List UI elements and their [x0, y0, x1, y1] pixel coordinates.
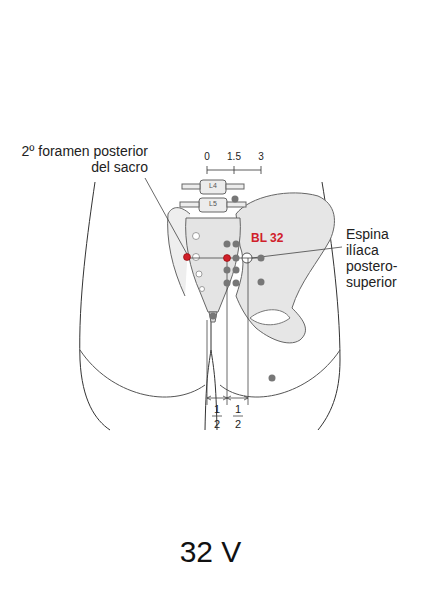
- scale-number: 3: [258, 151, 264, 163]
- fraction-bar: [212, 416, 222, 417]
- fraction-number: 2: [214, 418, 220, 431]
- scale-number: 0: [204, 151, 210, 163]
- callout-label: 2º foramen posterior del sacro: [8, 143, 148, 175]
- acupoints: [210, 196, 276, 382]
- body-outline: [80, 182, 110, 430]
- scale-bar: [207, 166, 261, 174]
- sacrum: [186, 218, 241, 312]
- caption: 32 V: [0, 535, 424, 570]
- point-name: BL 32: [251, 232, 283, 246]
- fraction-number: 1: [235, 403, 241, 416]
- fraction-bar: [233, 416, 243, 417]
- leader-line: [145, 178, 187, 254]
- ilium: [236, 193, 334, 343]
- fraction-number: 2: [235, 418, 241, 431]
- vertebra-label: L4: [209, 182, 217, 190]
- leader-line: [252, 247, 342, 258]
- vertebra-label: L5: [209, 200, 217, 208]
- callout-label: Espina ilíaca postero-superior: [346, 226, 420, 290]
- scale-number: 1.5: [227, 151, 241, 163]
- fraction-number: 1: [214, 403, 220, 416]
- highlight-points: [184, 254, 231, 262]
- vertebrae: [180, 180, 246, 212]
